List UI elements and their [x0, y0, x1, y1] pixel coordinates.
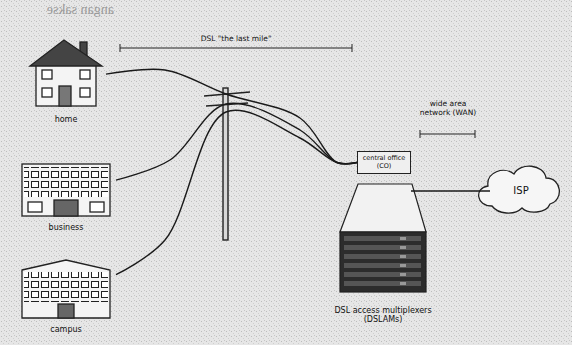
bracket — [120, 44, 475, 138]
cable — [411, 190, 490, 191]
campus-drawing — [22, 260, 110, 318]
node-label: ISP — [513, 185, 528, 197]
node-label: central office (CO) — [360, 155, 408, 170]
bracket-label: wide area network (WAN) — [414, 100, 482, 117]
dslam-rack — [340, 184, 426, 292]
cable — [106, 69, 357, 164]
campus-building: campus — [16, 258, 116, 334]
node-label: campus — [50, 325, 81, 334]
node-label: DSL access multiplexers (DSLAMs) — [322, 306, 444, 324]
watermark: angan sakse — [4, 2, 114, 18]
isp-cloud — [479, 166, 560, 213]
house-drawing — [30, 40, 102, 106]
node-label: business — [49, 223, 84, 232]
home-building: home — [26, 38, 106, 124]
node-label: home — [55, 115, 78, 124]
dslam-rack: DSL access multiplexers (DSLAMs) — [322, 184, 444, 324]
bracket-label: DSL "the last mile" — [156, 35, 316, 44]
business-building: business — [16, 160, 116, 232]
business-drawing — [22, 164, 110, 216]
cable — [116, 110, 357, 274]
central-office-box: central office (CO) — [357, 151, 411, 174]
isp-cloud: ISP — [490, 176, 552, 206]
cable — [116, 103, 357, 180]
